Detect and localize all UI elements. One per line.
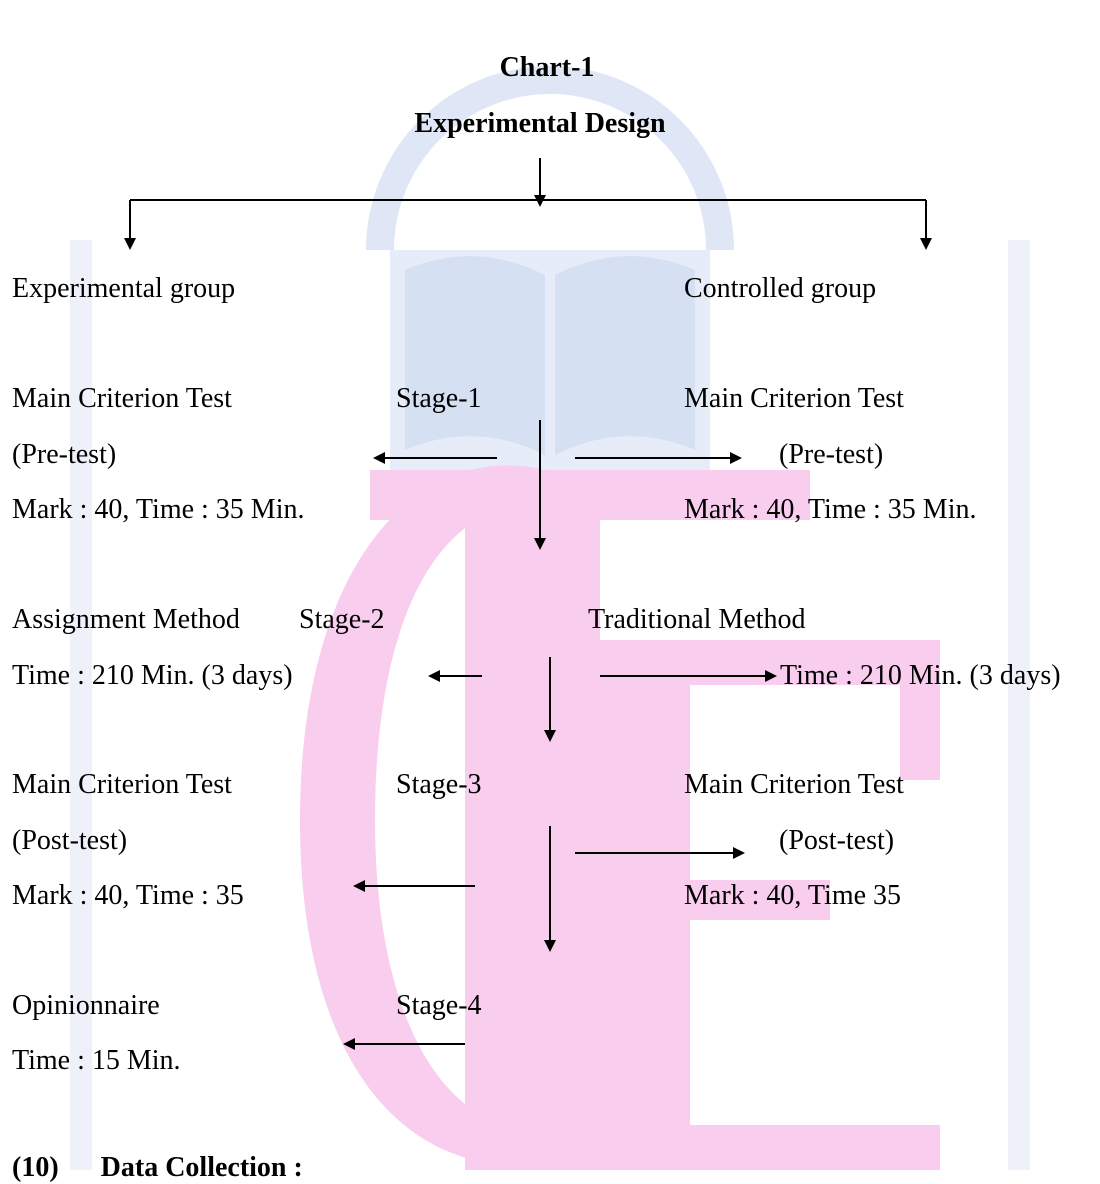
stage3-right-line3: Mark : 40, Time 35 [684,880,902,911]
stage4-left-line2: Time : 15 Min. [12,1045,181,1076]
experimental-group-label: Experimental group [12,273,236,304]
stage1-left-line2: (Pre-test) [12,439,117,470]
stage2-right-line2: Time : 210 Min. (3 days) [780,660,1061,691]
stage3-left-line2: (Post-test) [12,825,128,856]
stage1-right-line1: Main Criterion Test [684,383,904,414]
chart-title: Chart-1 [499,52,595,83]
stage3-right-line2: (Post-test) [779,825,895,856]
stage3-left-line3: Mark : 40, Time : 35 [12,880,244,911]
controlled-group-label: Controlled group [684,273,877,304]
stage1-right-line3: Mark : 40, Time : 35 Min. [684,494,977,525]
stage2-right-line1: Traditional Method [588,604,806,635]
stage1-left-line1: Main Criterion Test [12,383,232,414]
stage2-left-line2: Time : 210 Min. (3 days) [12,660,293,691]
stage3-label: Stage-3 [396,769,482,800]
stage1-label: Stage-1 [396,383,482,414]
stage4-left-line1: Opinionnaire [12,990,160,1021]
stage3-left-line1: Main Criterion Test [12,769,232,800]
stage4-label: Stage-4 [396,990,482,1021]
section-heading: (10) Data Collection : [12,1152,303,1183]
stage3-right-line1: Main Criterion Test [684,769,904,800]
stage1-left-line3: Mark : 40, Time : 35 Min. [12,494,305,525]
stage1-right-line2: (Pre-test) [779,439,884,470]
chart-subtitle: Experimental Design [414,108,666,139]
stage2-label: Stage-2 [299,604,385,635]
stage2-left-line1: Assignment Method [12,604,240,635]
